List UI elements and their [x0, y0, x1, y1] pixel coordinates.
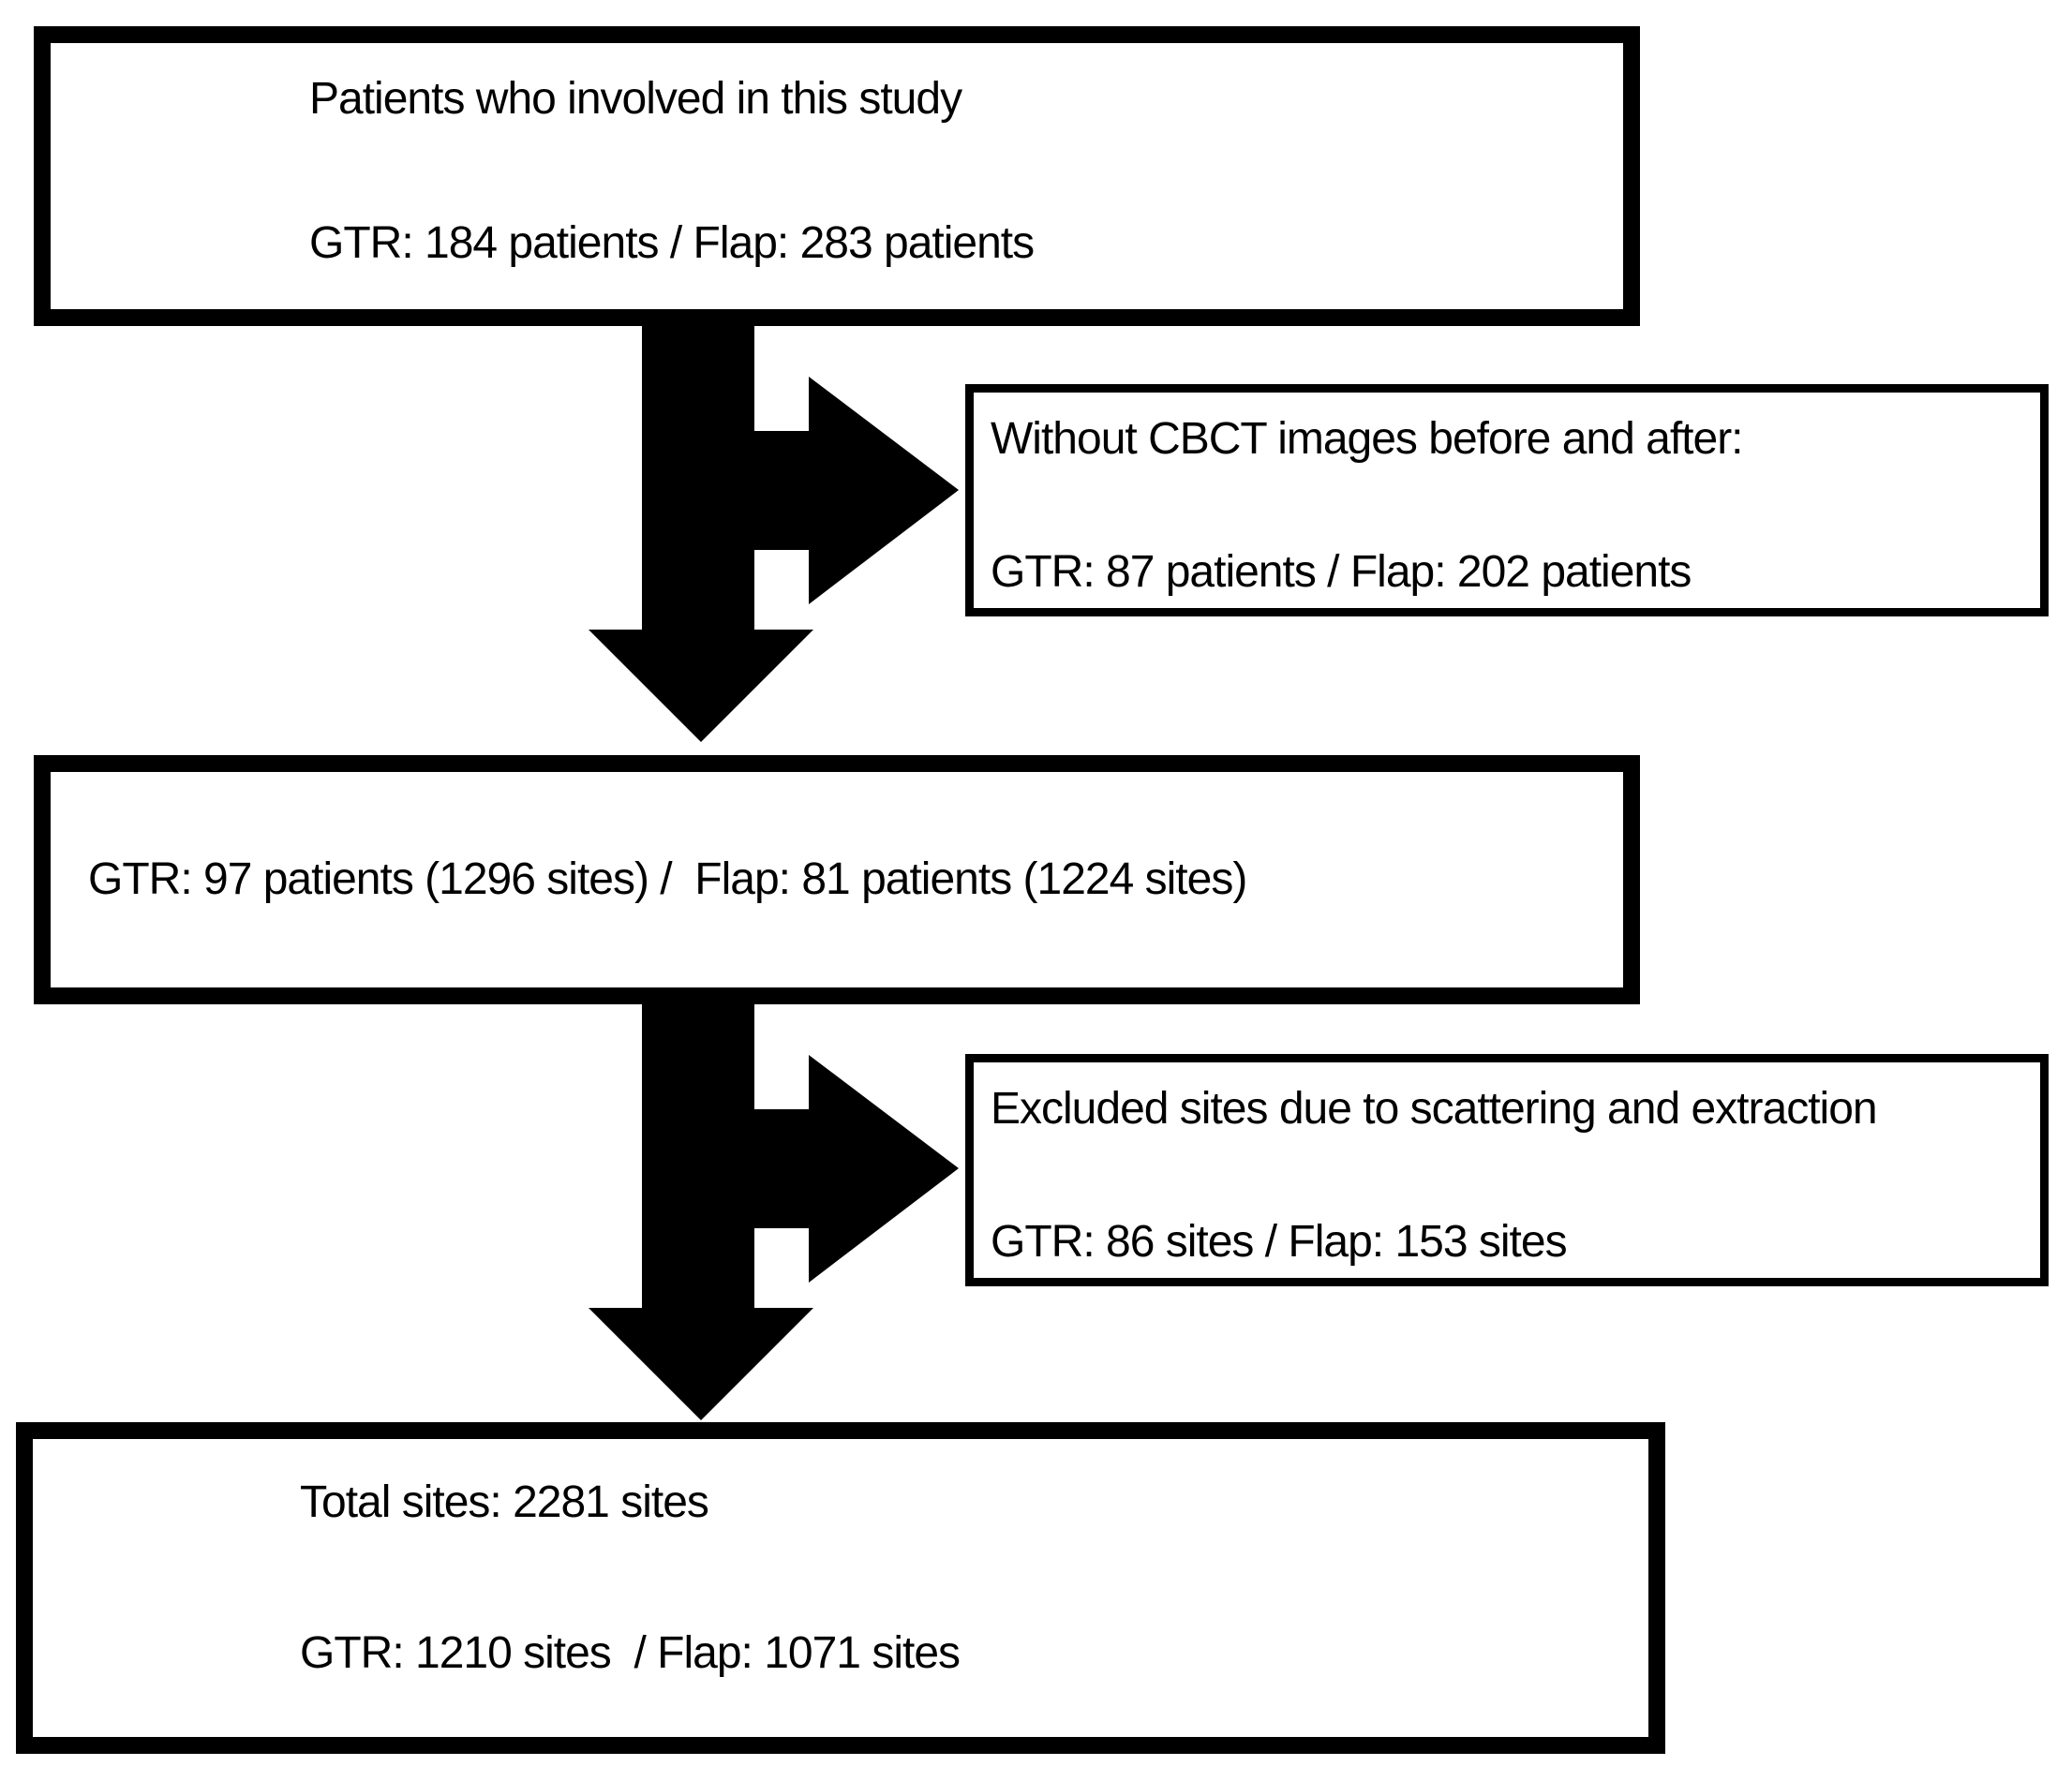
down-arrow-with-branch-1: [589, 322, 959, 742]
box-total-sites: Total sites: 2281 sites GTR: 1210 sites …: [16, 1422, 1665, 1754]
box-excluded-sites-title: Excluded sites due to scattering and ext…: [991, 1084, 1878, 1134]
down-arrowhead-icon: [589, 1308, 813, 1420]
box-excluded-no-cbct-title: Without CBCT images before and after:: [991, 414, 1744, 464]
right-arrowhead-icon: [809, 377, 959, 604]
box-total-sites-counts: GTR: 1210 sites / Flap: 1071 sites: [300, 1628, 961, 1678]
down-arrow-shaft: [642, 1001, 754, 1313]
box-patients-involved: Patients who involved in this study GTR:…: [34, 26, 1640, 326]
down-arrow-with-branch-2: [589, 1001, 959, 1420]
right-arrowhead-icon: [809, 1055, 959, 1283]
box-excluded-sites: Excluded sites due to scattering and ext…: [965, 1054, 2049, 1286]
down-arrowhead-icon: [589, 630, 813, 742]
box-patients-involved-title: Patients who involved in this study: [309, 74, 962, 124]
box-remaining-patients-sites-counts: GTR: 97 patients (1296 sites) / Flap: 81…: [88, 854, 1247, 904]
branch-arrow-bar: [754, 1109, 812, 1228]
box-remaining-patients-sites: GTR: 97 patients (1296 sites) / Flap: 81…: [34, 755, 1640, 1004]
down-arrow-shaft: [642, 322, 754, 635]
box-total-sites-title: Total sites: 2281 sites: [300, 1477, 709, 1527]
box-excluded-sites-counts: GTR: 86 sites / Flap: 153 sites: [991, 1217, 1568, 1267]
box-patients-involved-counts: GTR: 184 patients / Flap: 283 patients: [309, 218, 1035, 268]
box-excluded-no-cbct-counts: GTR: 87 patients / Flap: 202 patients: [991, 547, 1692, 597]
branch-arrow-bar: [754, 431, 812, 550]
box-excluded-no-cbct: Without CBCT images before and after: GT…: [965, 384, 2049, 616]
